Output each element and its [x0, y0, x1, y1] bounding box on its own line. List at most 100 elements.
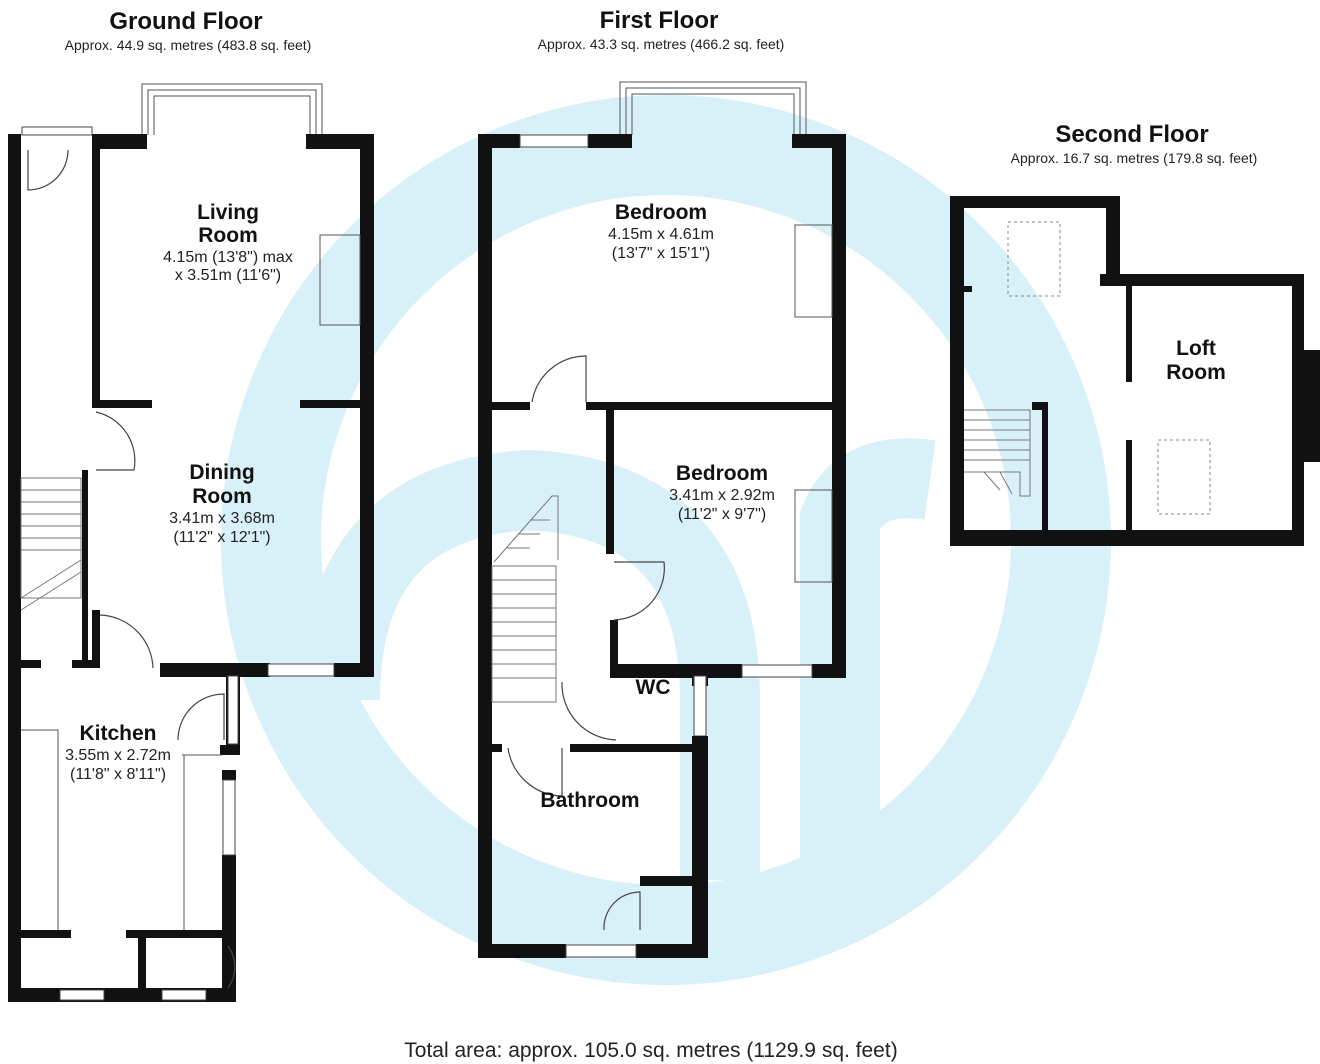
bedroom-2-dim-2: (11'2" x 9'7") [678, 506, 766, 523]
bay-window [619, 81, 807, 135]
wall [588, 134, 632, 148]
wall [586, 402, 832, 410]
wall [222, 770, 236, 780]
dining-room-dim: 3.41m x 3.68m [169, 510, 275, 527]
loft-room-label-2: Room [1166, 361, 1226, 384]
wall [832, 134, 846, 678]
wall [1106, 196, 1120, 286]
wall [1304, 350, 1320, 462]
ground-floor-area: Approx. 44.9 sq. metres (483.8 sq. feet) [65, 37, 312, 53]
wall [138, 930, 146, 1000]
window [519, 134, 589, 148]
wall [1032, 402, 1048, 410]
wall [1100, 274, 1304, 286]
side-door [177, 693, 225, 741]
wall [1126, 440, 1132, 530]
bedroom-1-label: Bedroom [615, 201, 707, 224]
wall [1126, 286, 1132, 382]
porch-window [21, 126, 93, 136]
window [267, 663, 335, 677]
cupboard-door [603, 891, 641, 931]
ground-floor-plan: Ground Floor Approx. 44.9 sq. metres (48… [8, 8, 374, 1002]
wall [334, 663, 374, 677]
wall [570, 744, 692, 752]
wall [92, 400, 152, 408]
wc-label: WC [636, 676, 671, 699]
bay-window [141, 83, 323, 135]
wall [478, 944, 566, 958]
living-room-label-2: Room [198, 224, 258, 247]
wall [82, 470, 88, 668]
bathroom-door [507, 747, 563, 797]
wall [478, 134, 520, 148]
wall [1292, 274, 1304, 546]
agent-logo-icon [221, 95, 1111, 985]
wall [692, 736, 708, 958]
wall [812, 664, 846, 678]
wall [492, 744, 502, 752]
wall [21, 930, 71, 938]
bathroom-label: Bathroom [540, 789, 639, 812]
back-door [227, 945, 236, 989]
wall [1042, 402, 1048, 530]
loft-room-label: Loft [1176, 337, 1216, 360]
bedroom-2-dim: 3.41m x 2.92m [669, 487, 775, 504]
bedroom-2-label: Bedroom [676, 462, 768, 485]
skylight [1007, 221, 1061, 297]
wc-door [561, 681, 617, 741]
skylight [1157, 439, 1211, 515]
wall [306, 134, 374, 149]
wall [21, 660, 41, 668]
second-stairs [964, 409, 1031, 497]
ground-stairs [20, 477, 82, 611]
wall [72, 660, 100, 668]
kitchen-label: Kitchen [79, 722, 156, 745]
kitchen-dim: 3.55m x 2.72m [65, 747, 171, 764]
wall [92, 134, 147, 149]
wall [950, 530, 1304, 546]
second-floor-title: Second Floor [1055, 121, 1208, 148]
wall [606, 402, 614, 554]
kitchen-dim-2: (11'8" x 8'11") [70, 766, 166, 783]
wall [610, 620, 618, 678]
ground-floor-title: Ground Floor [109, 8, 262, 35]
wall [610, 664, 742, 678]
window [565, 944, 637, 958]
wall [964, 286, 972, 292]
dining-door [95, 411, 136, 471]
bedroom-door [531, 355, 587, 403]
wall [478, 134, 492, 958]
wall [8, 134, 21, 1002]
fireplace [319, 234, 361, 326]
window [59, 989, 105, 1001]
wall [640, 876, 692, 886]
first-stairs [491, 495, 559, 703]
first-floor-area: Approx. 43.3 sq. metres (466.2 sq. feet) [538, 36, 785, 52]
wall [222, 855, 236, 990]
wall [92, 610, 100, 668]
window [693, 675, 707, 737]
bedroom-1-dim-2: (13'7" x 15'1") [612, 245, 710, 262]
wall [950, 196, 964, 546]
bedroom-1-dim: 4.15m x 4.61m [608, 226, 714, 243]
wall [126, 930, 236, 938]
living-room-label: Living [197, 201, 259, 224]
wall [492, 402, 530, 410]
dining-room-dim-2: (11'2" x 12'1") [173, 529, 270, 546]
wall [360, 134, 374, 677]
wall [950, 196, 1120, 208]
wall [160, 663, 270, 677]
window [741, 664, 813, 678]
living-room-dim: 4.15m (13'8") max [163, 249, 293, 266]
window [222, 779, 236, 856]
fireplace [794, 224, 833, 318]
kitchen-door [99, 614, 154, 669]
dining-room-label: Dining [189, 461, 254, 484]
front-door [27, 149, 69, 191]
dining-room-label-2: Room [192, 485, 252, 508]
first-floor-plan: First Floor Approx. 43.3 sq. metres (466… [478, 7, 846, 958]
kitchen-worktop [21, 729, 222, 930]
living-room-dim-2: x 3.51m (11'6") [175, 267, 281, 284]
wall [300, 400, 360, 408]
